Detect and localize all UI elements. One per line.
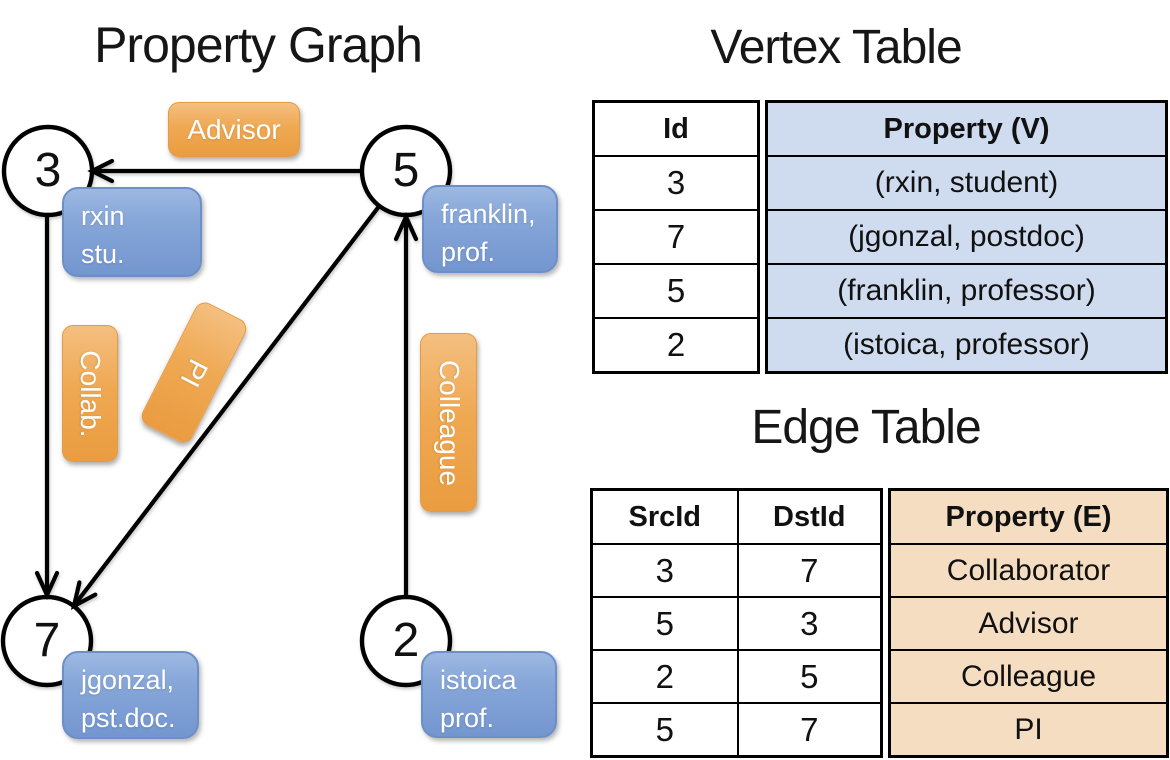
edge-row-dst: 7 bbox=[736, 702, 880, 755]
vertex-property-line: stu. bbox=[81, 239, 125, 270]
node-label-5: 5 bbox=[392, 144, 420, 197]
vertex-property-line: prof. bbox=[441, 237, 496, 268]
edge-table: SrcId DstId 3 7 5 3 2 5 5 7 Property (E)… bbox=[590, 488, 1169, 758]
node-label-3: 3 bbox=[34, 144, 62, 197]
vertex-property-box-jgonzal: jgonzal, pst.doc. bbox=[62, 651, 199, 739]
edge-line-pi bbox=[45, 169, 408, 643]
vertex-property-line: istoica bbox=[440, 665, 517, 695]
edge-col-header-dstid: DstId bbox=[736, 491, 881, 543]
edge-row-src: 2 bbox=[593, 649, 737, 702]
property-graph-title: Property Graph bbox=[94, 17, 423, 73]
edge-label-text: PI bbox=[174, 353, 215, 392]
vertex-table-id-column: Id 3 7 5 2 bbox=[592, 100, 760, 374]
edge-row-property: Colleague bbox=[891, 649, 1166, 702]
edge-row-src: 3 bbox=[593, 543, 737, 596]
vertex-property-line: rxin bbox=[81, 201, 125, 231]
vertex-property-line: prof. bbox=[440, 703, 495, 734]
arrowhead-into-7-diagonal bbox=[70, 580, 98, 611]
arrowhead-into-5 bbox=[393, 211, 419, 242]
vertex-row-id: 3 bbox=[595, 155, 757, 209]
vertex-row-id: 5 bbox=[595, 263, 757, 317]
edge-row-property: Advisor bbox=[891, 596, 1166, 649]
vertex-col-header-property: Property (V) bbox=[883, 112, 1050, 145]
edge-label-collab: Collab. bbox=[62, 325, 118, 462]
edge-label-colleague: Colleague bbox=[420, 333, 477, 512]
vertex-row-property: (istoica, professor) bbox=[768, 317, 1165, 371]
edge-table-src-dst-columns: SrcId DstId 3 7 5 3 2 5 5 7 bbox=[590, 488, 883, 758]
edge-col-header-property: Property (E) bbox=[945, 500, 1112, 533]
vertex-row-id: 2 bbox=[595, 317, 757, 371]
vertex-row-property: (franklin, professor) bbox=[768, 263, 1165, 317]
node-label-7: 7 bbox=[33, 614, 61, 667]
vertex-property-box-franklin: franklin, prof. bbox=[422, 185, 558, 273]
edge-label-text: Colleague bbox=[433, 359, 465, 486]
vertex-property-box-istoica: istoica prof. bbox=[421, 651, 557, 738]
vertex-row-property: (rxin, student) bbox=[768, 155, 1165, 209]
vertex-property-line: pst.doc. bbox=[81, 703, 176, 734]
vertex-table: Id 3 7 5 2 Property (V) (rxin, student) … bbox=[592, 100, 1168, 374]
edge-table-property-column: Property (E) Collaborator Advisor Collea… bbox=[888, 488, 1169, 758]
edge-label-advisor: Advisor bbox=[168, 102, 300, 157]
edge-row-property: PI bbox=[891, 702, 1166, 755]
edge-table-title: Edge Table bbox=[751, 401, 981, 454]
vertex-row-property: (jgonzal, postdoc) bbox=[768, 209, 1165, 263]
arrowhead-into-7-vertical bbox=[34, 570, 60, 601]
edge-label-text: Collab. bbox=[75, 349, 106, 438]
edge-row-dst: 7 bbox=[736, 543, 880, 596]
edge-row-src: 5 bbox=[593, 596, 737, 649]
vertex-table-title: Vertex Table bbox=[710, 21, 962, 74]
edge-label-text: Advisor bbox=[187, 113, 281, 145]
vertex-table-property-column: Property (V) (rxin, student) (jgonzal, p… bbox=[765, 100, 1168, 374]
vertex-property-line: jgonzal, bbox=[81, 665, 175, 695]
vertex-property-box-rxin: rxin stu. bbox=[62, 187, 202, 277]
edge-row-dst: 3 bbox=[736, 596, 880, 649]
node-label-2: 2 bbox=[392, 614, 420, 667]
edge-row-property: Collaborator bbox=[891, 543, 1166, 596]
vertex-col-header-id: Id bbox=[663, 112, 689, 145]
edge-row-src: 5 bbox=[593, 702, 737, 755]
edge-row-dst: 5 bbox=[736, 649, 880, 702]
edge-col-header-srcid: SrcId bbox=[628, 500, 702, 533]
vertex-row-id: 7 bbox=[595, 209, 757, 263]
arrowhead-into-3 bbox=[87, 158, 115, 184]
vertex-property-line: franklin, bbox=[441, 199, 536, 229]
